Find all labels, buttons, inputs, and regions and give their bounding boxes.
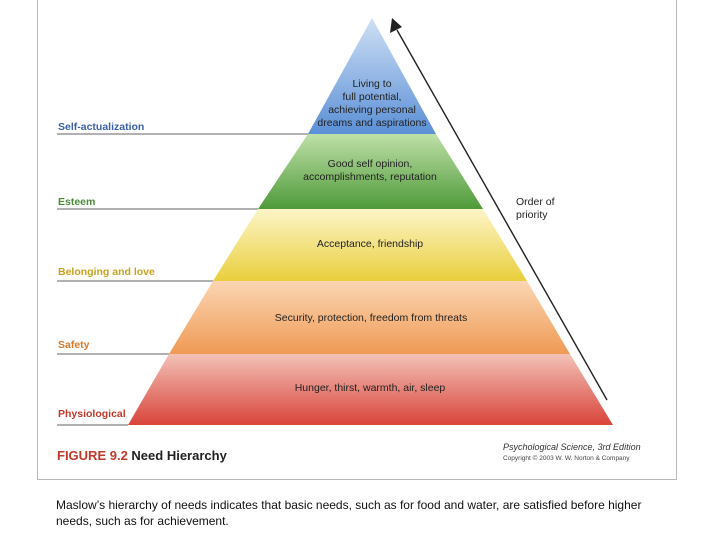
tier-text-self-actualization: Living to full potential, achieving pers… [317,78,426,130]
tier-text-esteem: Good self opinion, accomplishments, repu… [303,158,437,184]
label-safety: Safety [58,339,90,351]
label-physiological: Physiological [58,408,126,420]
label-esteem: Esteem [58,196,96,208]
label-belonging: Belonging and love [58,266,155,278]
tier-physiological [128,354,613,425]
hierarchy-diagram [57,18,613,426]
tier-text-line: Living to [352,78,392,90]
tier-text-safety: Security, protection, freedom from threa… [274,312,468,324]
priority-line: Order of [516,196,555,208]
tier-belonging [213,209,527,281]
priority-line: priority [516,209,548,221]
tier-text-belonging: Acceptance, friendship [316,238,424,250]
priority-arrow-line [396,29,608,401]
tier-text-physiological: Hunger, thirst, warmth, air, sleep [294,382,446,394]
tier-text-line: accomplishments, reputation [303,171,437,183]
tier-self-actualization [308,18,436,134]
figure-title: FIGURE 9.2 Need Hierarchy [57,448,227,463]
figure-number: FIGURE 9.2 [57,448,128,463]
priority-arrow-head [390,18,402,33]
tier-esteem [258,134,483,209]
label-self-actualization: Self-actualization [58,121,145,133]
figure-name: Need Hierarchy [131,448,227,463]
tier-text-line: dreams and aspirations [317,117,427,129]
tier-text-line: full potential, [342,91,402,103]
priority-label: Order of priority [516,196,555,222]
tier-text-line: Good self opinion, [327,158,413,170]
caption: Maslow’s hierarchy of needs indicates th… [56,498,642,528]
tier-text-line: achieving personal [328,104,416,116]
tier-safety [169,281,570,354]
source-title: Psychological Science, 3rd Edition [503,442,641,452]
source-copyright: Copyright © 2003 W. W. Norton & Company [503,455,630,462]
